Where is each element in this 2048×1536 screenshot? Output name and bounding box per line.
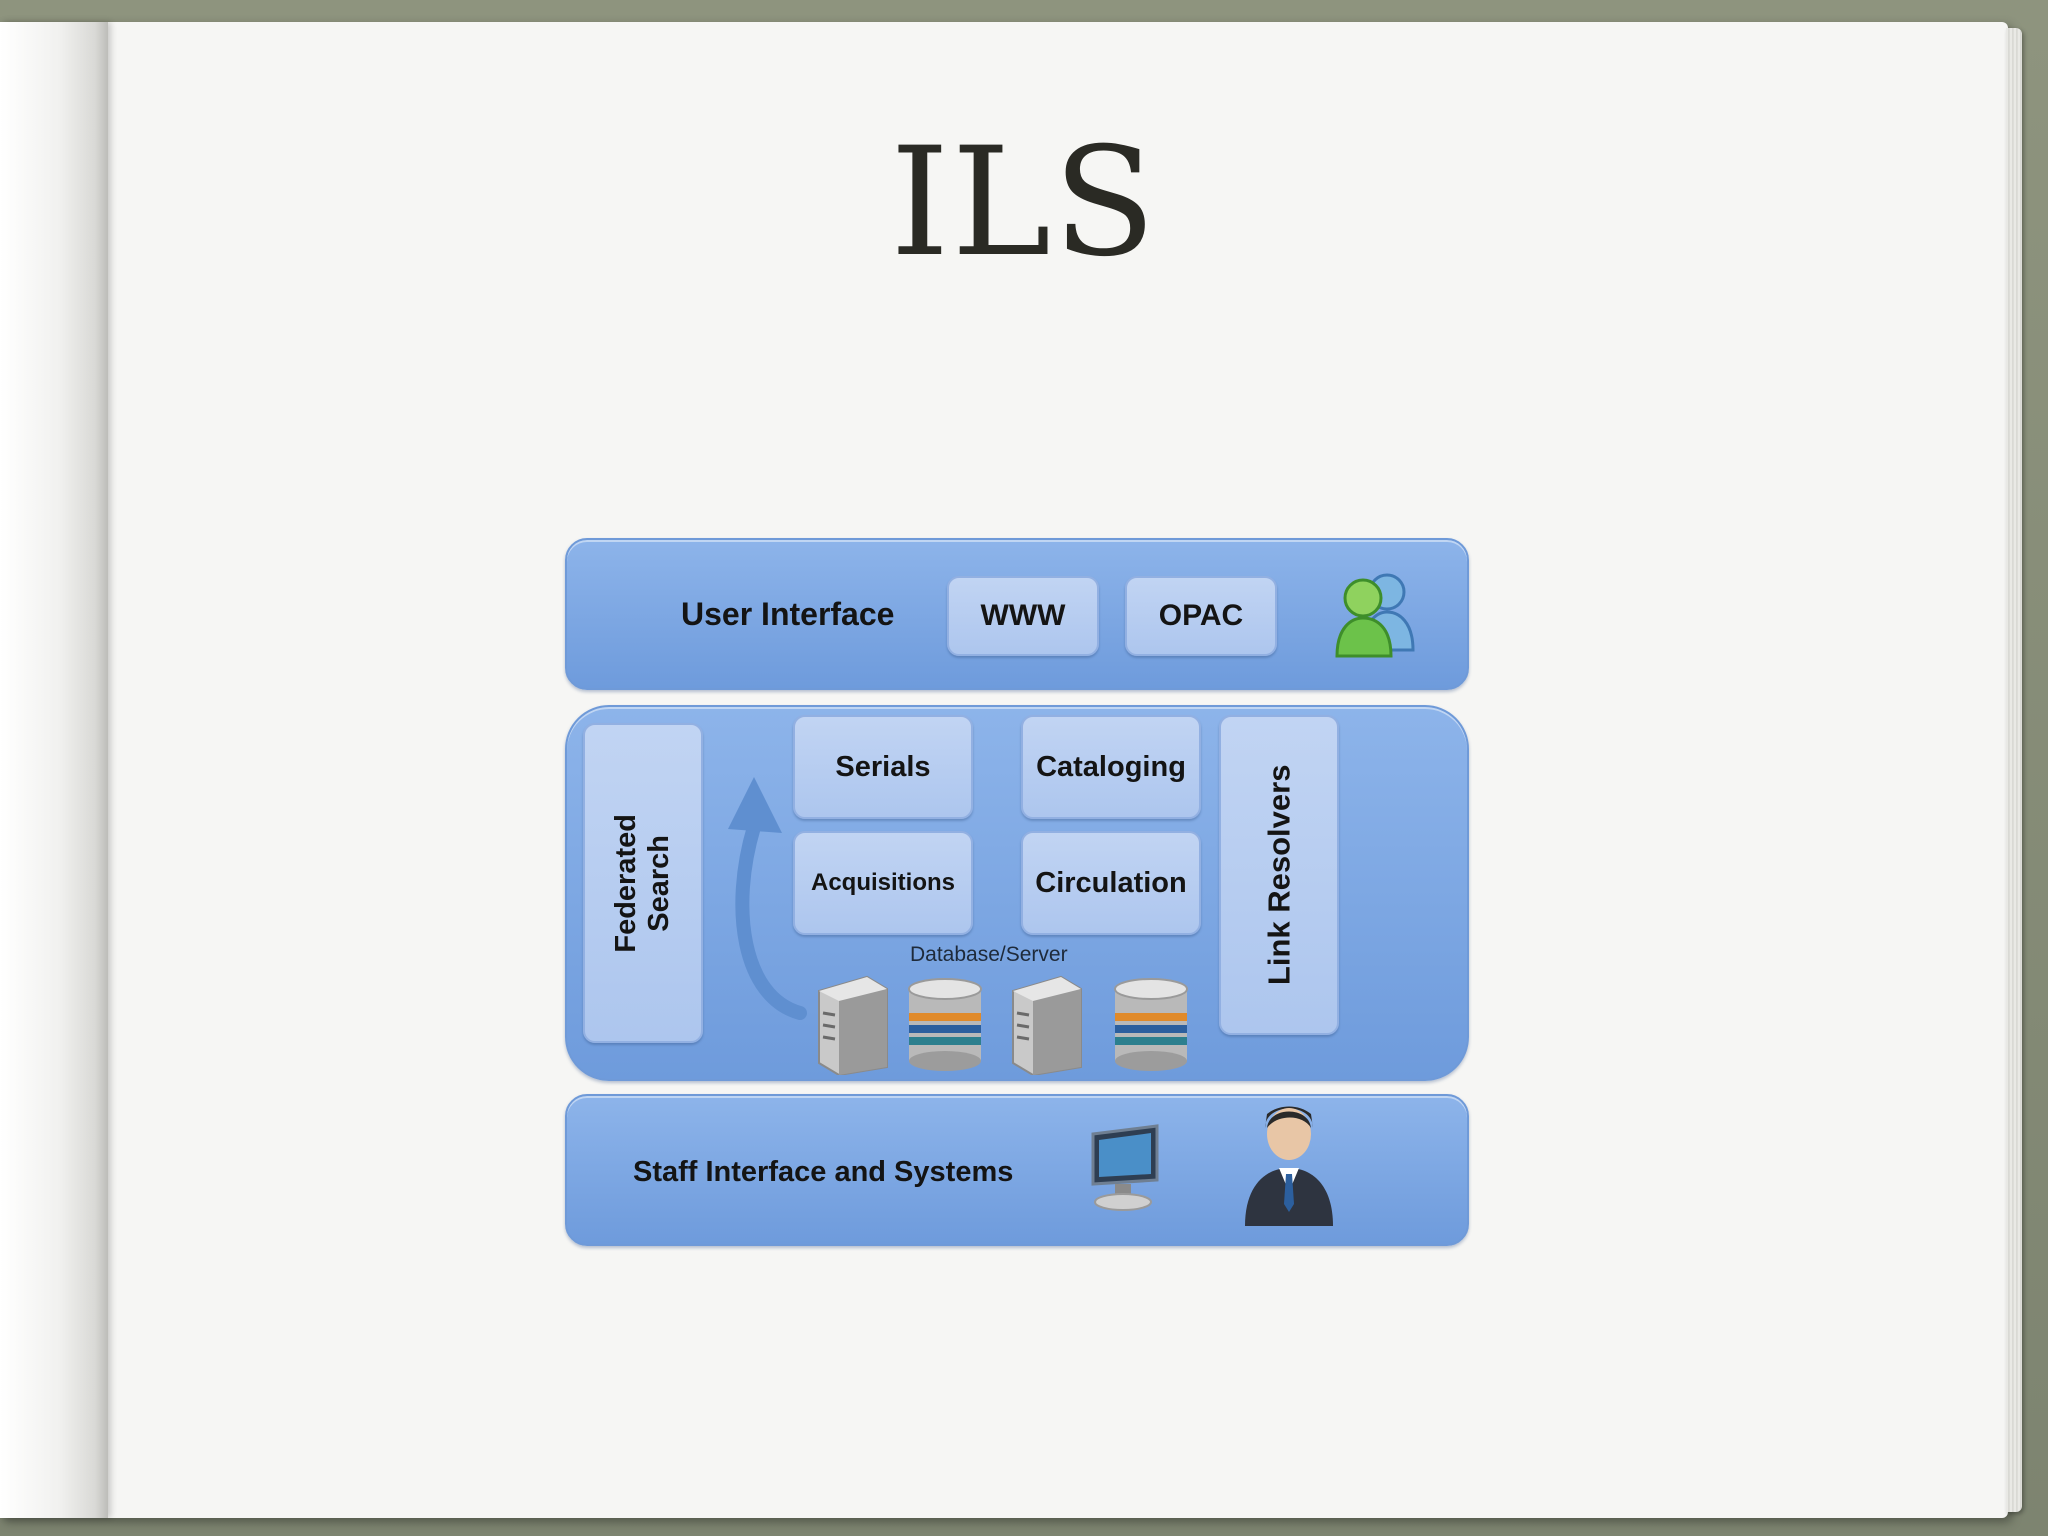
monitor-icon — [1091, 1124, 1159, 1211]
acquisitions-box: Acquisitions — [793, 831, 973, 935]
user-interface-label: User Interface — [681, 596, 895, 632]
book-left-leaf — [0, 22, 108, 1518]
staff-person-icon — [1245, 1106, 1333, 1226]
federated-search-label-line2: Search — [643, 834, 676, 932]
page-edge — [2006, 28, 2022, 1512]
staff-panel: Staff Interface and Systems — [565, 1094, 1469, 1246]
serials-box: Serials — [793, 715, 973, 819]
link-resolvers-box: Link Resolvers — [1219, 715, 1339, 1035]
federated-search-label-line1: Federated — [609, 813, 642, 953]
opac-box: OPAC — [1125, 576, 1277, 656]
federated-search-box: Federated Search — [583, 723, 703, 1043]
curved-arrow-icon — [728, 777, 807, 1020]
database-server-label: Database/Server — [910, 943, 1068, 966]
cataloging-box: Cataloging — [1021, 715, 1201, 819]
slide-page — [0, 22, 2022, 1518]
server-icon — [818, 975, 888, 1075]
core-panel: Federated Search Serials Cataloging Acqu… — [565, 705, 1469, 1081]
staff-interface-label: Staff Interface and Systems — [633, 1156, 1014, 1188]
www-box: WWW — [947, 576, 1099, 656]
server-icon — [1012, 975, 1082, 1075]
database-icon — [908, 978, 982, 1071]
users-icon — [1335, 573, 1415, 658]
database-icon — [1114, 978, 1188, 1071]
user-interface-panel: User Interface WWW OPAC — [565, 538, 1469, 690]
slide-title: ILS — [890, 116, 1158, 290]
link-resolvers-label: Link Resolvers — [1261, 764, 1297, 986]
circulation-box: Circulation — [1021, 831, 1201, 935]
